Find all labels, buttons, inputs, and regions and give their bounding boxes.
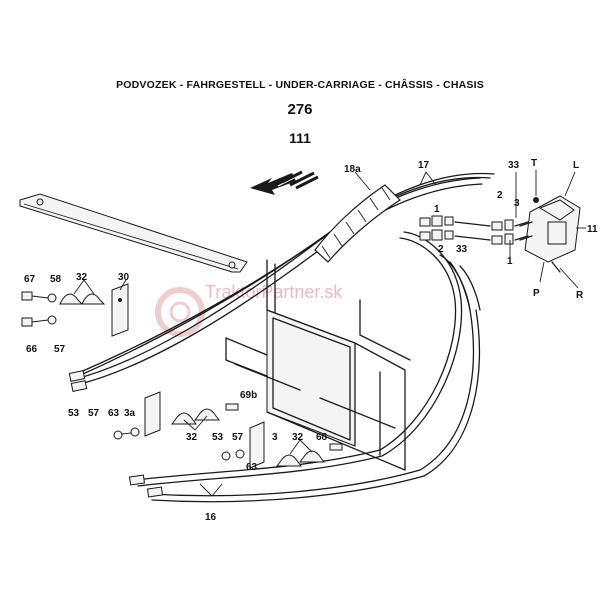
callout-63-a: 63: [108, 408, 120, 419]
callout-3-top: 3: [514, 198, 520, 209]
callout-68: 68: [316, 432, 328, 443]
callout-3-b: 3: [272, 432, 278, 443]
callout-58: 58: [50, 274, 62, 285]
callout-2-top: 2: [497, 190, 503, 201]
callout-17: 17: [418, 160, 430, 171]
hose-clamp-group-left: [21, 283, 129, 337]
figure-number: 111: [289, 130, 311, 146]
callout-2-mid: 2: [438, 244, 444, 255]
direction-arrow-icon: [250, 170, 319, 195]
callout-67: 67: [24, 274, 36, 285]
hose-clamp-group-middle: [113, 391, 239, 440]
pipe-fittings: [419, 215, 529, 245]
page-number: 276: [287, 101, 313, 118]
callout-leader-lines: [73, 170, 586, 497]
callout-63-b: 63: [246, 462, 258, 473]
callout-57-a: 57: [88, 408, 100, 419]
callout-3a: 3a: [124, 408, 136, 419]
callout-57-left: 57: [54, 344, 66, 355]
hydraulic-hoses: [71, 172, 495, 503]
callout-18a: 18a: [344, 164, 361, 175]
callout-R: R: [576, 290, 584, 301]
callout-33-mid: 33: [456, 244, 468, 255]
callout-11: 11: [587, 224, 598, 235]
callout-66: 66: [26, 344, 38, 355]
callout-69b: 69b: [240, 390, 257, 401]
hose-clamp-group-lower: [221, 421, 343, 469]
callout-32-left: 32: [76, 272, 88, 283]
callout-L: L: [573, 160, 579, 171]
callout-1-mid: 1: [507, 256, 513, 267]
callout-53-b: 53: [212, 432, 224, 443]
callout-30: 30: [118, 272, 130, 283]
catalog-section-title: PODVOZEK - FAHRGESTELL - UNDER-CARRIAGE …: [116, 79, 484, 91]
callout-T: T: [531, 158, 537, 169]
hose-end-fittings: [68, 370, 164, 498]
control-valve-block: [519, 195, 581, 273]
frame-assembly: [225, 259, 411, 471]
mounting-bracket-plate: [19, 193, 248, 273]
callout-16: 16: [205, 512, 217, 523]
callout-P: P: [533, 288, 540, 299]
callout-33-top: 33: [508, 160, 520, 171]
watermark-gear-icon: [155, 287, 205, 337]
callout-53-a: 53: [68, 408, 80, 419]
callout-57-b: 57: [232, 432, 244, 443]
callout-32-right: 32: [292, 432, 304, 443]
callout-32-mid: 32: [186, 432, 198, 443]
spiral-hose-guard: [314, 184, 401, 263]
callout-1-top: 1: [434, 204, 440, 215]
